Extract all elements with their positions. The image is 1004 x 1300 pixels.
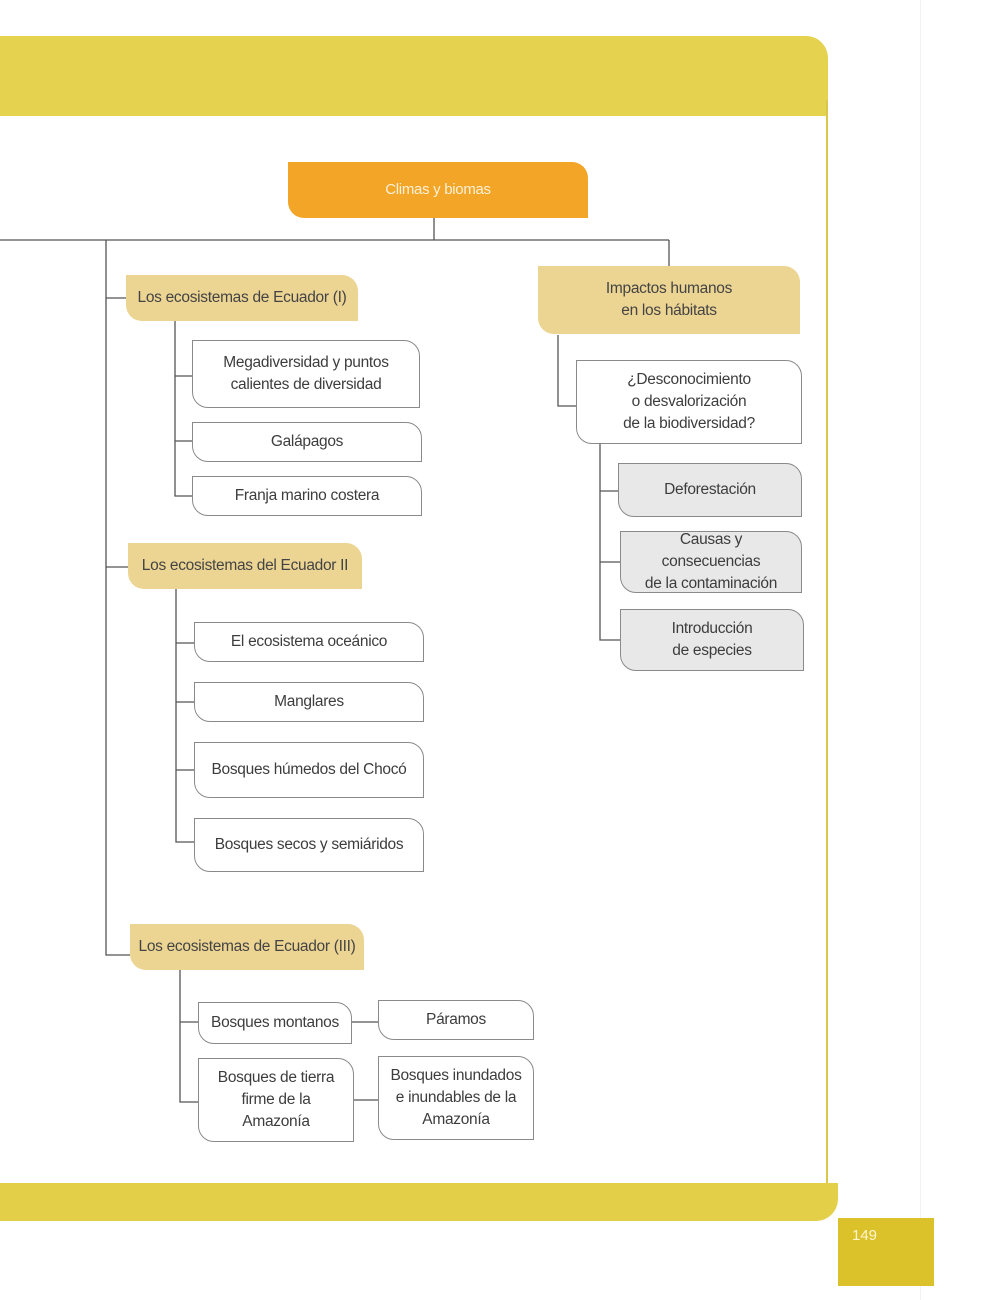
page-frame-border [826, 100, 828, 1190]
node-bosques-inundados: Bosques inundados e inundables de la Ama… [378, 1056, 534, 1140]
bottom-color-band [0, 1183, 838, 1221]
node-megadiversidad: Megadiversidad y puntos calientes de div… [192, 340, 420, 408]
category-ecuador-iii-label: Los ecosistemas de Ecuador (III) [138, 938, 356, 955]
node-galapagos-label: Galápagos [270, 433, 344, 450]
category-ecuador-ii: Los ecosistemas del Ecuador II [128, 543, 362, 589]
node-contaminacion: Causas y consecuencias de la contaminaci… [620, 531, 802, 593]
category-ecuador-i-label: Los ecosistemas de Ecuador (I) [137, 289, 347, 306]
node-oceanico-label: El ecosistema oceánico [230, 633, 388, 650]
node-tierra-firme-label: Bosques de tierra firme de la Amazonía [217, 1069, 335, 1130]
category-ecuador-iii: Los ecosistemas de Ecuador (III) [130, 924, 364, 970]
node-bosques-secos: Bosques secos y semiáridos [194, 818, 424, 872]
node-manglares-label: Manglares [274, 693, 344, 710]
node-introduccion-especies: Introducción de especies [620, 609, 804, 671]
category-ecuador-ii-label: Los ecosistemas del Ecuador II [141, 557, 349, 574]
node-deforestacion-label: Deforestación [664, 481, 756, 498]
node-secos-label: Bosques secos y semiáridos [214, 836, 404, 853]
node-bosques-montanos: Bosques montanos [198, 1002, 352, 1044]
root-node: Climas y biomas [288, 162, 588, 218]
node-paramos: Páramos [378, 1000, 534, 1040]
root-node-label: Climas y biomas [385, 181, 491, 198]
node-bosques-humedos-choco: Bosques húmedos del Chocó [194, 742, 424, 798]
node-manglares: Manglares [194, 682, 424, 722]
node-franja-marino-costera: Franja marino costera [192, 476, 422, 516]
node-galapagos: Galápagos [192, 422, 422, 462]
node-deforestacion: Deforestación [618, 463, 802, 517]
page-edge-line [920, 0, 921, 1300]
node-franja-label: Franja marino costera [234, 487, 380, 504]
node-bosques-tierra-firme: Bosques de tierra firme de la Amazonía [198, 1058, 354, 1142]
node-contaminacion-label: Causas y consecuencias de la contaminaci… [644, 531, 778, 592]
node-montanos-label: Bosques montanos [211, 1014, 339, 1031]
node-introduccion-label: Introducción de especies [671, 620, 753, 659]
node-ecosistema-oceanico: El ecosistema oceánico [194, 622, 424, 662]
node-desconocimiento: ¿Desconocimiento o desvalorización de la… [576, 360, 802, 444]
node-paramos-label: Páramos [426, 1011, 486, 1028]
page-number: 149 [838, 1218, 934, 1286]
node-choco-label: Bosques húmedos del Chocó [211, 761, 407, 778]
category-impactos-humanos: Impactos humanos en los hábitats [538, 266, 800, 334]
category-impactos-label: Impactos humanos en los hábitats [605, 280, 733, 319]
top-color-band [0, 36, 828, 116]
node-desconocimiento-label: ¿Desconocimiento o desvalorización de la… [623, 371, 755, 432]
category-ecuador-i: Los ecosistemas de Ecuador (I) [126, 275, 358, 321]
node-inundados-label: Bosques inundados e inundables de la Ama… [390, 1067, 522, 1128]
node-megadiversidad-label: Megadiversidad y puntos calientes de div… [223, 354, 389, 393]
